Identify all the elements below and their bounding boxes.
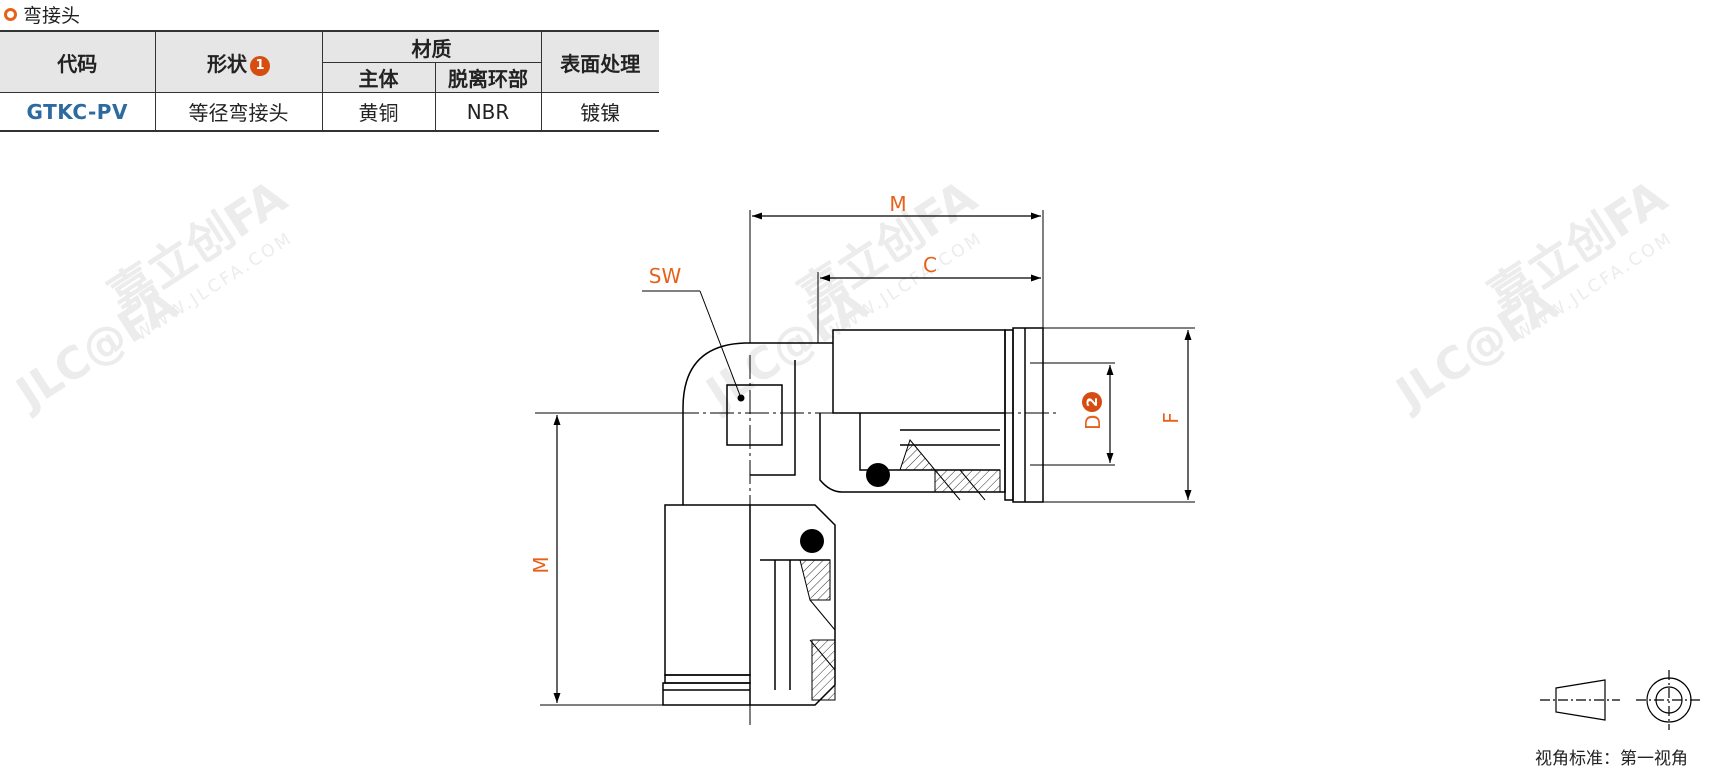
- o-ring-right: [866, 463, 890, 487]
- section-hatch: [799, 438, 1001, 701]
- o-ring-bottom: [800, 529, 824, 553]
- section-title-text: 弯接头: [23, 4, 81, 27]
- ring-icon: [4, 7, 17, 21]
- watermark-left: JLC@FA 嘉立创FA WWW.JLCFA.COM: [5, 169, 297, 421]
- cell-shape: 等径弯接头: [154, 92, 323, 132]
- extension-lines: [540, 210, 1195, 706]
- header-release-ring: 脱离环部: [434, 62, 541, 93]
- watermark-right: JLC@FA 嘉立创FA WWW.JLCFA.COM: [1385, 169, 1677, 421]
- label-sw: SW: [649, 264, 682, 288]
- header-body: 主体: [322, 62, 436, 93]
- header-code: 代码: [0, 30, 156, 93]
- header-material: 材质: [321, 30, 542, 63]
- view-standard-note: 视角标准：第一视角: [1535, 749, 1688, 769]
- dimension-lines: [553, 212, 1192, 703]
- section-title: 弯接头: [4, 2, 81, 27]
- cell-code: GTKC-PV: [0, 92, 156, 132]
- dimension-labels: M C SW D 2 F M: [529, 192, 1183, 574]
- label-m-top: M: [889, 192, 906, 216]
- hex-flat: [726, 384, 783, 446]
- label-d-badge: 2: [1085, 397, 1101, 407]
- label-d: D: [1081, 415, 1105, 430]
- label-f: F: [1159, 412, 1183, 424]
- label-c: C: [923, 253, 937, 277]
- projection-symbol-icon: [1540, 670, 1702, 730]
- d-badge-circle: [1082, 392, 1102, 412]
- watermark-center: JLC@FA 嘉立创FA WWW.JLCFA.COM: [695, 169, 987, 421]
- label-m-left: M: [529, 556, 553, 573]
- center-lines: [535, 355, 1060, 725]
- cell-release-ring: NBR: [434, 92, 542, 132]
- cell-surface: 镀镍: [540, 92, 659, 132]
- header-shape-text: 形状: [207, 51, 247, 76]
- cell-body: 黄铜: [321, 92, 436, 132]
- shape-badge: 1: [250, 55, 270, 76]
- header-surface: 表面处理: [540, 30, 659, 93]
